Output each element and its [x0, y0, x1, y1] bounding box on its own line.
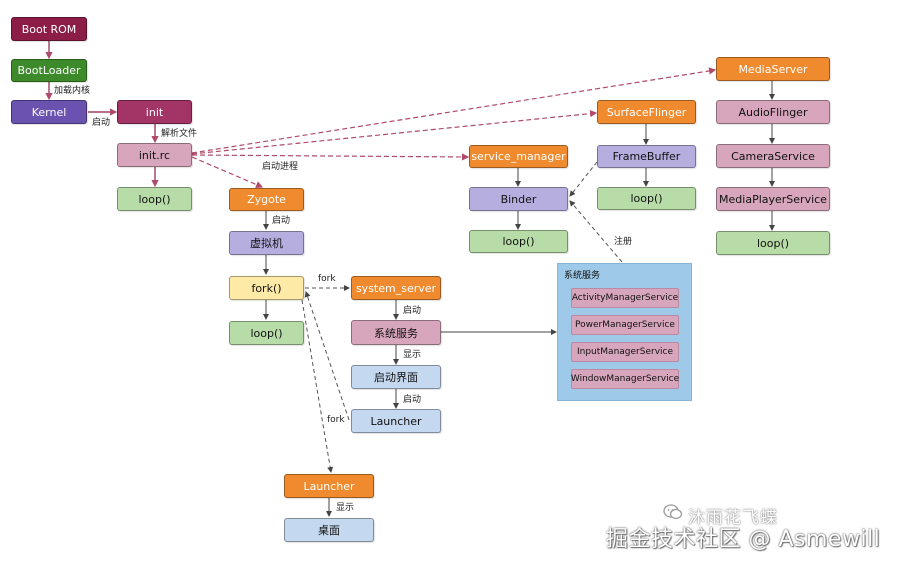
- node-desktop[interactable]: 桌面: [284, 518, 374, 542]
- watermark-author: 沐雨花飞蝶: [688, 508, 778, 528]
- node-audio-flinger[interactable]: AudioFlinger: [716, 100, 830, 124]
- edge-fork-launcherorange: [301, 299, 334, 473]
- label-zygote-start: 启动: [272, 216, 291, 226]
- label-register: 注册: [614, 237, 633, 247]
- node-media-loop[interactable]: loop(): [716, 231, 830, 255]
- edge-initrc-surfaceflinger: [191, 110, 598, 155]
- node-system-server[interactable]: system_server: [351, 276, 441, 300]
- wechat-logo-icon: [663, 504, 683, 520]
- label-server-start: 启动: [403, 306, 422, 316]
- service-activity-manager[interactable]: ActivityManagerService: [571, 288, 679, 308]
- label-screen-start: 启动: [403, 395, 422, 405]
- label-kernel-start: 启动: [92, 118, 111, 128]
- node-binder-loop[interactable]: loop(): [469, 230, 568, 253]
- service-window-manager[interactable]: WindowManagerService: [571, 369, 679, 389]
- label-parse-file: 解析文件: [161, 129, 198, 139]
- node-launcher-orange[interactable]: Launcher: [284, 474, 374, 498]
- node-vm[interactable]: 虚拟机: [229, 231, 304, 255]
- node-launcher-blue[interactable]: Launcher: [351, 409, 441, 433]
- edge-initrc-servicemanager: [191, 153, 470, 161]
- label-display: 显示: [403, 350, 422, 360]
- edge-panel-binder: [569, 200, 623, 263]
- label-load-kernel: 加载内核: [54, 86, 91, 96]
- label-desktop-display: 显示: [336, 503, 355, 513]
- node-camera-service[interactable]: CameraService: [716, 144, 830, 168]
- service-input-manager[interactable]: InputManagerService: [571, 342, 679, 362]
- node-media-server[interactable]: MediaServer: [716, 57, 830, 81]
- node-boot-screen[interactable]: 启动界面: [351, 365, 441, 389]
- node-kernel[interactable]: Kernel: [11, 100, 87, 124]
- node-binder[interactable]: Binder: [469, 187, 568, 211]
- watermark-site: 掘金技术社区 @ Asmewill: [606, 527, 881, 552]
- node-system-services[interactable]: 系统服务: [351, 320, 441, 345]
- node-service-manager[interactable]: service_manager: [469, 145, 568, 168]
- label-fork-server: fork: [318, 274, 336, 284]
- node-frame-buffer[interactable]: FrameBuffer: [597, 145, 696, 168]
- node-init-rc[interactable]: init.rc: [117, 143, 192, 167]
- node-media-player-service[interactable]: MediaPlayerService: [716, 187, 830, 211]
- node-bootloader[interactable]: BootLoader: [11, 59, 87, 82]
- node-sf-loop[interactable]: loop(): [597, 187, 696, 210]
- label-start-process: 启动进程: [262, 162, 299, 172]
- system-services-panel: 系统服务 ActivityManagerService PowerManager…: [557, 263, 692, 401]
- edge-launcherblue-fork: [304, 291, 350, 421]
- service-power-manager[interactable]: PowerManagerService: [571, 315, 679, 335]
- system-services-panel-title: 系统服务: [564, 271, 601, 281]
- node-init[interactable]: init: [117, 100, 192, 124]
- node-boot-rom[interactable]: Boot ROM: [11, 17, 87, 41]
- node-init-loop[interactable]: loop(): [117, 187, 192, 211]
- label-fork-launcher: fork: [327, 415, 345, 425]
- node-zygote[interactable]: Zygote: [229, 188, 304, 211]
- edge-initrc-mediaserver: [191, 67, 717, 154]
- edge-fb-binder: [569, 161, 598, 197]
- node-surface-flinger[interactable]: SurfaceFlinger: [597, 100, 696, 124]
- edge-initrc-zygote: [191, 156, 264, 188]
- node-zygote-loop[interactable]: loop(): [229, 321, 304, 345]
- node-fork[interactable]: fork(): [229, 276, 304, 300]
